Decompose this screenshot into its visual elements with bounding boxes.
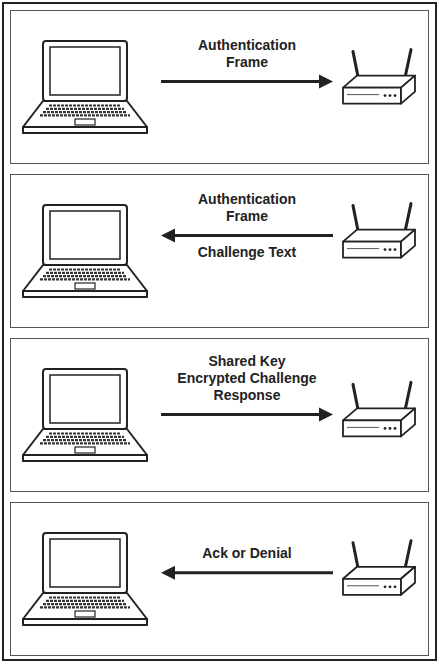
laptop-icon <box>23 369 147 461</box>
router-icon <box>343 541 415 595</box>
arrow-label: Ack or Denial <box>162 545 332 562</box>
direction-arrow <box>161 566 333 580</box>
step-illustration <box>11 11 428 163</box>
step-panel: Authentication FrameChallenge Text <box>10 174 429 328</box>
router-icon <box>343 204 415 258</box>
direction-arrow <box>161 75 333 89</box>
step-panel: Ack or Denial <box>10 502 429 656</box>
laptop-icon <box>23 205 147 297</box>
router-icon <box>343 382 415 436</box>
arrow-sublabel: Challenge Text <box>162 244 332 261</box>
direction-arrow <box>161 229 333 243</box>
arrow-label: Authentication Frame <box>185 191 309 225</box>
arrow-label: Authentication Frame <box>185 37 309 71</box>
step-illustration <box>11 503 428 655</box>
arrow-label: Shared Key Encrypted Challenge Response <box>174 353 320 403</box>
direction-arrow <box>161 407 333 421</box>
step-panel: Shared Key Encrypted Challenge Response <box>10 338 429 492</box>
step-panel: Authentication Frame <box>10 10 429 164</box>
laptop-icon <box>23 533 147 625</box>
router-icon <box>343 50 415 104</box>
laptop-icon <box>23 41 147 133</box>
